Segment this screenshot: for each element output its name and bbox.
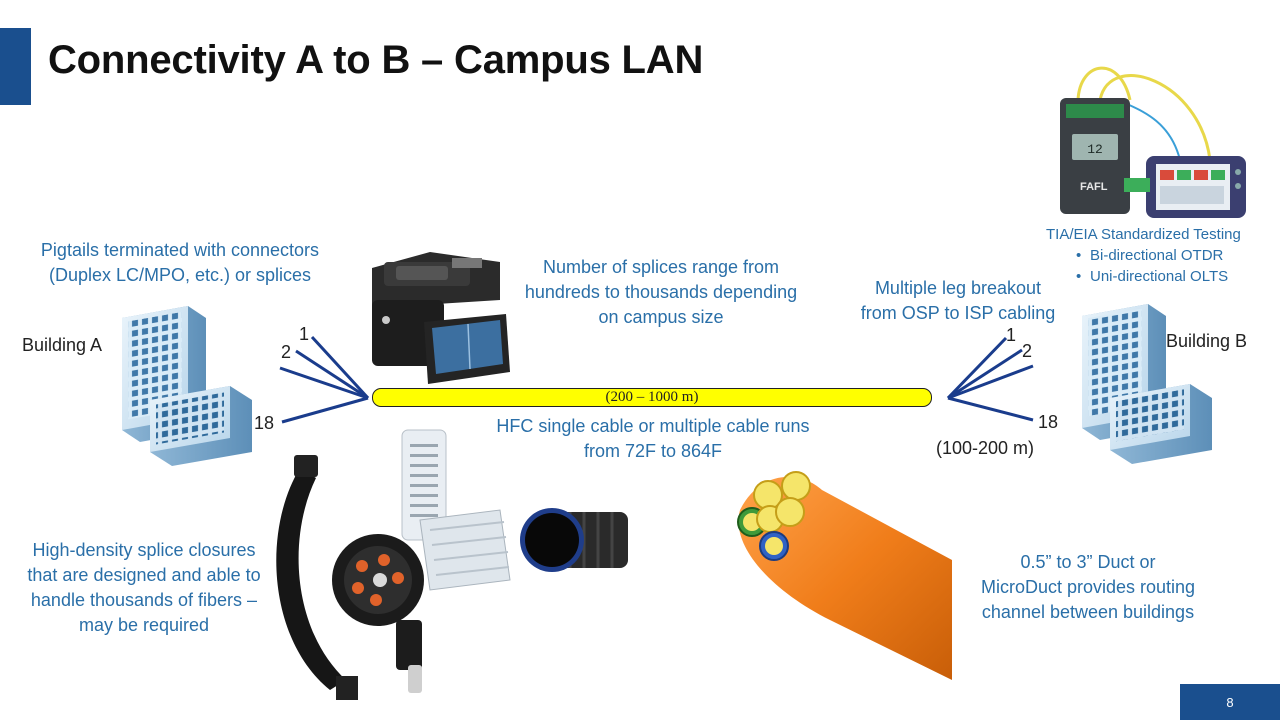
building-a-icon — [122, 306, 252, 466]
building-b-icon — [1082, 304, 1212, 464]
right-fiber-breakout — [946, 336, 1034, 422]
left-leg-18-label: 18 — [254, 413, 275, 433]
duct-callout: 0.5” to 3” Duct or MicroDuct provides ro… — [958, 550, 1218, 625]
page-number: 8 — [1226, 694, 1234, 710]
corrugated-conduit-image — [520, 508, 628, 572]
left-fiber-breakout — [279, 335, 370, 424]
duct-line-2: MicroDuct provides routing — [980, 577, 1196, 597]
breakout-callout: Multiple leg breakout from OSP to ISP ca… — [842, 276, 1074, 326]
microduct-image — [737, 471, 952, 680]
pigtails-line-2: (Duplex LC/MPO, etc.) or splices — [48, 265, 312, 285]
right-leg-1-label: 1 — [1006, 325, 1017, 345]
campus-cable-bar: (200 – 1000 m) — [372, 388, 932, 407]
title-accent-bar — [0, 28, 31, 105]
closure-line-2: that are designed and able to — [27, 565, 261, 585]
breakout-line-2: from OSP to ISP cabling — [860, 303, 1056, 323]
hfc-callout: HFC single cable or multiple cable runs … — [470, 414, 836, 464]
closure-line-1: High-density splice closures — [32, 540, 256, 560]
building-a-label: Building A — [22, 335, 103, 355]
splices-line-2: hundreds to thousands depending — [524, 282, 798, 302]
closure-line-4: may be required — [78, 615, 210, 635]
closure-callout: High-density splice closures that are de… — [8, 538, 280, 638]
hfc-line-1: HFC single cable or multiple cable runs — [496, 416, 810, 436]
splices-callout: Number of splices range from hundreds to… — [496, 255, 826, 330]
left-leg-2-label: 2 — [281, 342, 292, 362]
fusion-splicer-image — [372, 252, 510, 384]
pigtails-callout: Pigtails terminated with connectors (Dup… — [10, 238, 350, 288]
testing-callout: TIA/EIA Standardized Testing Bi-directio… — [1046, 224, 1276, 287]
right-leg-18-label: 18 — [1038, 412, 1059, 432]
hfc-line-2: from 72F to 864F — [583, 441, 723, 461]
building-b-label: Building B — [1166, 331, 1248, 351]
page-number-badge: 8 — [1180, 684, 1280, 720]
duct-line-3: channel between buildings — [981, 602, 1195, 622]
isp-distance-label: (100-200 m) — [936, 438, 1035, 458]
test-equipment-image: 12 FAFL — [1060, 66, 1246, 218]
closure-line-3: handle thousands of fibers – — [30, 590, 258, 610]
tester-display-readout: 12 — [1087, 142, 1103, 157]
testing-item-otdr: Bi-directional OTDR — [1072, 245, 1276, 266]
breakout-line-1: Multiple leg breakout — [874, 278, 1042, 298]
testing-title: TIA/EIA Standardized Testing — [1046, 226, 1241, 243]
duct-line-1: 0.5” to 3” Duct or — [1020, 552, 1156, 572]
splices-line-1: Number of splices range from — [542, 257, 780, 277]
slide-title: Connectivity A to B – Campus LAN — [48, 38, 704, 82]
pigtails-line-1: Pigtails terminated with connectors — [40, 240, 320, 260]
splices-line-3: on campus size — [598, 307, 724, 327]
left-leg-1-label: 1 — [299, 324, 310, 344]
splice-closure-image — [276, 429, 511, 700]
tester-brand-logo: FAFL — [1080, 181, 1108, 193]
right-leg-2-label: 2 — [1022, 341, 1033, 361]
testing-item-olts: Uni-directional OLTS — [1072, 266, 1276, 287]
cable-distance-label: (200 – 1000 m) — [605, 389, 699, 405]
